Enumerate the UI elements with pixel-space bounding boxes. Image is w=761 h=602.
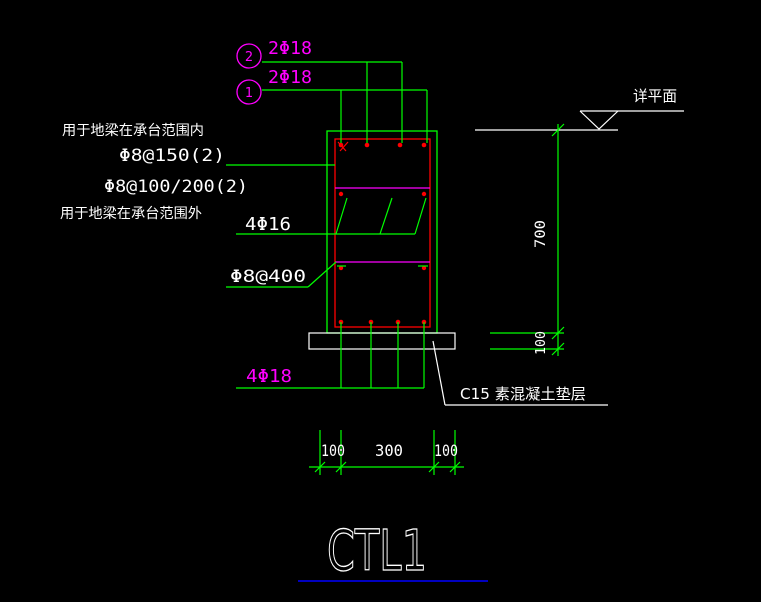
level-label: 详平面	[633, 87, 677, 105]
level-marker	[475, 110, 684, 131]
side-rebars	[338, 191, 427, 271]
top-rebars	[338, 142, 427, 148]
cushion-layer	[308, 332, 456, 350]
height-dimension	[490, 123, 565, 356]
width-dim-mid: 300	[375, 441, 403, 460]
stirrup-inside-label: Φ8@150(2)	[119, 146, 225, 166]
callout-1-rebar: 2Φ18	[268, 67, 312, 88]
stirrup	[334, 138, 431, 328]
bottom-bars-label: 4Φ18	[246, 366, 292, 387]
callout-1-number: 1	[245, 86, 253, 101]
note-inside-pile-cap: 用于地梁在承台范围内	[62, 122, 204, 139]
tie-bar-label: Φ8@400	[230, 267, 306, 287]
callout-circle-2	[236, 43, 262, 69]
leader-lines	[226, 61, 428, 389]
inner-stirrup-hatch	[335, 197, 427, 235]
side-bars-label: 4Φ16	[245, 214, 291, 235]
width-dim-right: 100	[434, 441, 458, 460]
stirrup-outside-label: Φ8@100/200(2)	[104, 177, 248, 197]
bottom-rebars	[338, 319, 427, 325]
width-dim-left: 100	[321, 441, 345, 460]
height-dim-700: 700	[533, 220, 549, 248]
cushion-leader	[432, 340, 608, 406]
note-outside-pile-cap: 用于地梁在承台范围外	[60, 205, 202, 222]
callout-circle-1	[236, 79, 262, 105]
stirrup-hook	[339, 141, 349, 152]
cushion-label: C15 素混凝土垫层	[460, 385, 586, 403]
callout-2-rebar: 2Φ18	[268, 38, 312, 59]
beam-outline	[326, 130, 438, 334]
callout-2-number: 2	[245, 50, 253, 65]
height-dim-100: 100	[534, 331, 549, 355]
width-dimension	[309, 430, 464, 475]
drawing-title: CTL1	[327, 519, 427, 584]
